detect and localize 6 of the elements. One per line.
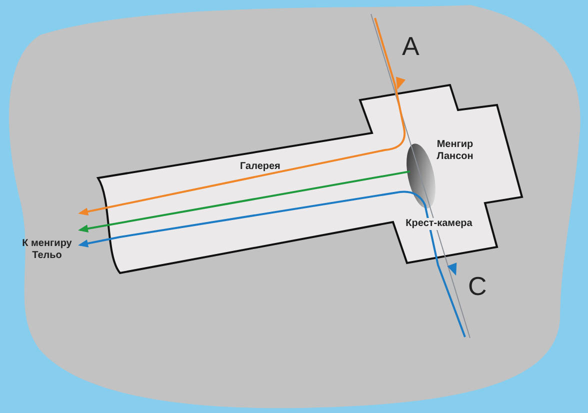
section-letter: C [468, 272, 487, 300]
chamber-label: Крест-камера [405, 218, 473, 230]
menhir-label: Менгир Лансон [436, 139, 474, 163]
gallery-label: Галерея [240, 161, 280, 173]
destination-label: К менгиру Тельо [21, 238, 73, 262]
section-letter: A [402, 32, 420, 60]
